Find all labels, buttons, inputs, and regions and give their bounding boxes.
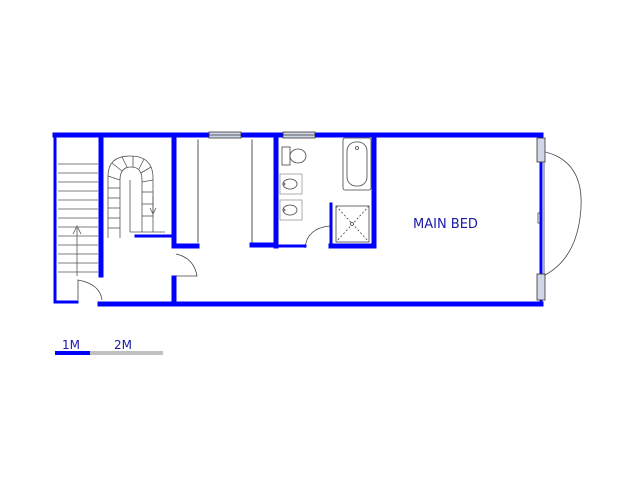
door-swings <box>77 225 331 301</box>
toilet-icon <box>281 146 307 166</box>
scale-label-2m: 2M <box>114 338 132 352</box>
stair-down-arrow-icon <box>149 196 157 215</box>
bay-window <box>537 150 582 278</box>
bathroom-fixtures <box>279 137 372 243</box>
stairwell <box>58 155 165 276</box>
scale-bar: 1M 2M <box>55 338 163 355</box>
door-stair <box>77 279 103 301</box>
door-passage <box>175 253 198 277</box>
window-bay-bottom <box>536 273 546 301</box>
stair-up-arrow-icon <box>72 225 82 276</box>
stair-treads <box>58 163 98 273</box>
basin-icon <box>279 199 303 221</box>
door-bathroom <box>304 225 331 249</box>
scale-label-1m: 1M <box>62 338 80 352</box>
room-label-main-bed: MAIN BED <box>413 217 478 232</box>
bathtub-icon <box>342 137 372 191</box>
shower-icon <box>335 205 370 243</box>
windows <box>208 131 546 301</box>
winding-stair <box>107 155 165 238</box>
window-bay-top <box>536 137 546 163</box>
basin-icon <box>279 173 303 195</box>
